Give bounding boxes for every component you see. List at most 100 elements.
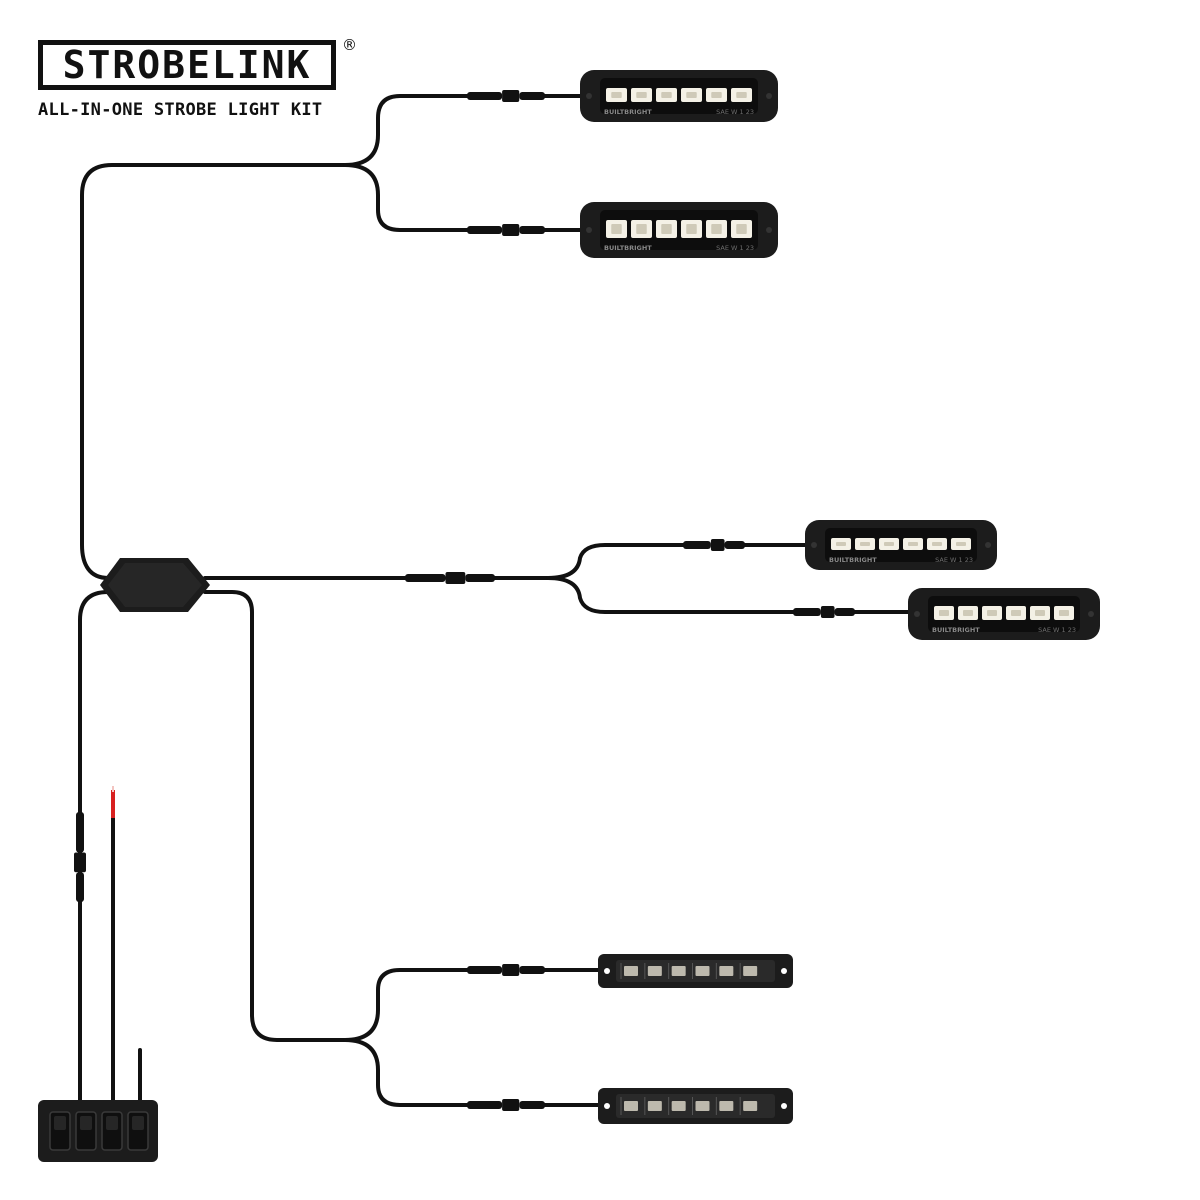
bar-led — [624, 966, 638, 976]
connector-collar — [445, 572, 466, 584]
strobe-light-pod-icon: BUILTBRIGHT SAE W 1 23 — [580, 202, 778, 258]
pod-maker-label: BUILTBRIGHT — [932, 626, 980, 634]
inline-connector-icon — [683, 539, 745, 551]
connector-plug — [793, 608, 821, 616]
led-chip — [736, 92, 747, 98]
led-chip — [711, 92, 722, 98]
brand-logo: STROBELINK — [38, 40, 336, 90]
connector-socket — [834, 608, 855, 616]
pod-maker-label: BUILTBRIGHT — [604, 244, 652, 252]
bar-led — [671, 1101, 686, 1111]
cable-top-trunk — [80, 94, 477, 580]
led-chip — [884, 542, 894, 546]
led-chip — [932, 542, 942, 546]
bar-led — [719, 1101, 734, 1111]
led-chip — [736, 224, 747, 234]
positive-wire-tip — [111, 790, 115, 818]
bar-mount-hole — [604, 968, 610, 974]
pod-mount-hole — [766, 93, 772, 99]
pod-mount-hole — [766, 227, 772, 233]
cable-mid-branch-lower — [546, 576, 797, 614]
rocker-switch-top — [132, 1116, 144, 1130]
cables — [78, 94, 912, 1107]
pod-lens — [825, 528, 977, 562]
connector-collar — [502, 1099, 520, 1111]
inline-connector-icon — [467, 1099, 545, 1111]
pod-mount-hole — [811, 542, 817, 548]
strobe-light-pod-icon: BUILTBRIGHT SAE W 1 23 — [908, 588, 1100, 640]
connector-socket — [465, 574, 495, 582]
led-chip — [1011, 610, 1021, 616]
connector-socket — [519, 1101, 545, 1109]
led-chip — [636, 92, 647, 98]
cable-bottom-branch-lower — [343, 1038, 472, 1107]
bar-led — [695, 966, 710, 976]
pod-mount-hole — [1088, 611, 1094, 617]
bar-led — [671, 966, 686, 976]
connector-socket — [76, 872, 84, 902]
inline-connector-icon — [74, 812, 86, 902]
led-chip — [686, 92, 697, 98]
cable-top-branch-lower — [343, 163, 477, 232]
connector-plug — [405, 574, 446, 582]
connector-plug — [683, 541, 711, 549]
pod-rating-label: SAE W 1 23 — [716, 108, 754, 116]
connector-plug — [76, 812, 84, 853]
inline-connector-icon — [467, 224, 545, 236]
pod-mount-hole — [586, 93, 592, 99]
strobe-light-pod-icon: BUILTBRIGHT SAE W 1 23 — [580, 70, 778, 122]
led-chip — [860, 542, 870, 546]
connector-plug — [467, 966, 503, 974]
connector-plug — [467, 226, 503, 234]
led-chip — [963, 610, 973, 616]
led-chip — [711, 224, 722, 234]
bar-led — [743, 966, 758, 976]
led-chip — [1035, 610, 1045, 616]
module-face — [108, 563, 202, 607]
connector-collar — [820, 606, 835, 618]
pod-rating-label: SAE W 1 23 — [1038, 626, 1076, 634]
pod-rating-label: SAE W 1 23 — [716, 244, 754, 252]
inline-connector-icon — [467, 964, 545, 976]
rocker-switch-top — [106, 1116, 118, 1130]
connector-socket — [519, 226, 545, 234]
switch-panel-icon — [38, 1100, 158, 1162]
pod-maker-label: BUILTBRIGHT — [829, 556, 877, 564]
bar-led — [647, 966, 662, 976]
led-chip — [686, 224, 697, 234]
connector-collar — [74, 852, 86, 873]
power-lead-icon — [111, 786, 115, 818]
cable-switch-harness — [78, 590, 110, 1104]
rocker-switch-top — [54, 1116, 66, 1130]
inline-connector-icon — [467, 90, 545, 102]
connector-socket — [519, 92, 545, 100]
connector-collar — [502, 90, 520, 102]
led-chip — [939, 610, 949, 616]
cable-mid-trunk-2 — [491, 543, 687, 580]
bar-led — [695, 1101, 710, 1111]
bar-mount-hole — [781, 1103, 787, 1109]
led-chip — [1059, 610, 1069, 616]
pod-maker-label: BUILTBRIGHT — [604, 108, 652, 116]
bar-mount-hole — [781, 968, 787, 974]
bar-led — [624, 1101, 638, 1111]
connector-plug — [467, 1101, 503, 1109]
led-chip — [636, 224, 647, 234]
pod-mount-hole — [586, 227, 592, 233]
led-chip — [661, 92, 672, 98]
led-chip — [836, 542, 846, 546]
led-chip — [661, 224, 672, 234]
brand-logo-text: STROBELINK — [62, 43, 312, 87]
bar-led — [647, 1101, 662, 1111]
pod-mount-hole — [914, 611, 920, 617]
connector-socket — [519, 966, 545, 974]
led-chip — [611, 92, 622, 98]
stripped-wire-end — [112, 786, 114, 792]
bar-mount-hole — [604, 1103, 610, 1109]
kit-subtitle: ALL-IN-ONE STROBE LIGHT KIT — [38, 100, 323, 120]
connector-plug — [467, 92, 503, 100]
led-chip — [611, 224, 622, 234]
